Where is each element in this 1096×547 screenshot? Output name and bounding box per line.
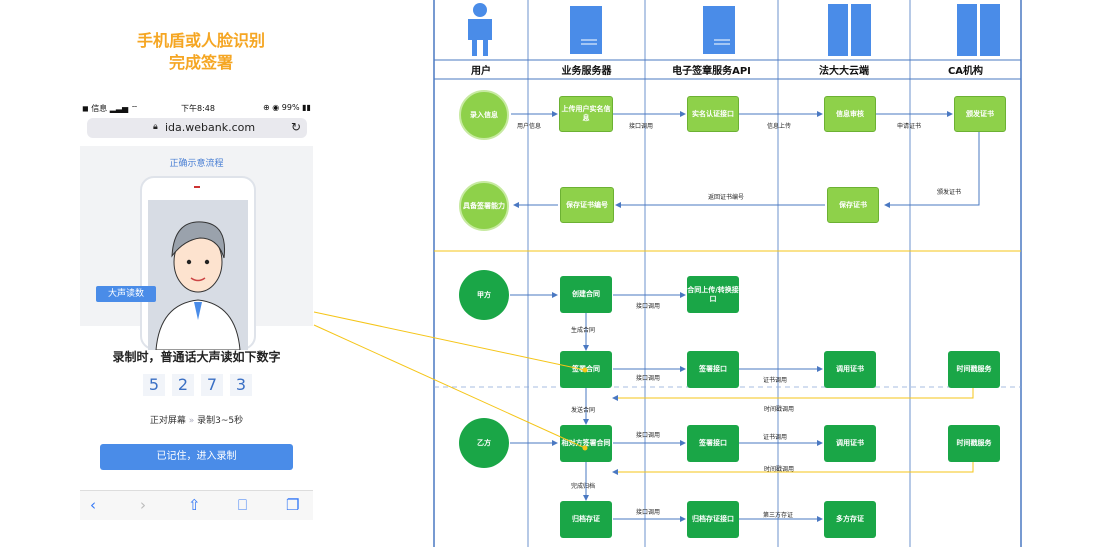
digit-row: 5 2 7 3 [143, 374, 253, 396]
hint-face-screen: 正对屏幕 [149, 416, 186, 426]
edge-label-info-upload: 信息上传 [767, 123, 792, 130]
node-archive: 归档存证 [560, 501, 612, 538]
left-title: 手机盾或人脸识别 完成签署 [96, 30, 306, 74]
node-sign-api: 签署接口 [687, 351, 739, 388]
edge-label-archive-done: 完成归档 [571, 483, 596, 490]
node-counterparty-sign: 相对方签署合同 [560, 425, 612, 462]
node-upload-convert-api: 合同上传/转换接口 [687, 276, 739, 313]
phone-screenshot: ◼ 信息 ▂▃▅ ⌔ 下午8:48 ⊕ ◉ 99% ▮▮ 🔒︎ ida.weba… [80, 100, 313, 520]
demo-label: 正确示意流程 [169, 159, 224, 169]
lane-header-business-server: 业务服务器 [561, 66, 612, 77]
edge-label-return-cert-number: 返回证书编号 [708, 194, 745, 201]
demo-area: 正确示意流程 [80, 146, 313, 351]
lane-header-fadada-cloud: 法大大云端 [819, 66, 869, 77]
node-save-cert: 保存证书 [827, 187, 879, 223]
browser-toolbar: ‹ › ⇧ ⎕ ❐ [80, 490, 313, 520]
edge-label-third-party-evidence: 第三方存证 [763, 512, 794, 519]
digit-2: 2 [172, 374, 194, 396]
node-enter-info: 录入信息 [459, 90, 509, 140]
status-time: 下午8:48 [181, 104, 215, 113]
server-rack-icon-2 [957, 4, 1000, 56]
start-record-button[interactable]: 已记住，进入录制 [100, 444, 293, 470]
digit-4: 3 [230, 374, 252, 396]
edge-label-issue-cert: 颁发证书 [937, 189, 962, 196]
lane-header-user: 用户 [471, 66, 491, 77]
hint-separator: » [188, 416, 195, 426]
lane-header-ca: CA机构 [947, 66, 984, 77]
node-realname-api: 实名认证接口 [687, 96, 739, 132]
node-signing-capable: 具备签署能力 [459, 181, 509, 231]
node-issue-cert: 颁发证书 [954, 96, 1006, 132]
user-figure-icon [468, 3, 492, 56]
node-sign-api-2: 签署接口 [687, 425, 739, 462]
title-line-1: 手机盾或人脸识别 [136, 31, 265, 50]
tabs-icon[interactable]: ❐ [286, 496, 300, 514]
node-party-a: 甲方 [459, 270, 509, 320]
record-hint: 正对屏幕 » 录制3~5秒 [80, 413, 313, 426]
server-rack-icon-1 [828, 4, 871, 56]
digit-3: 7 [201, 374, 223, 396]
status-battery: ⊕ ◉ 99% ▮▮ [263, 103, 311, 112]
server-icon-1 [570, 6, 602, 54]
back-icon[interactable]: ‹ [90, 496, 96, 514]
edge-label-apply-cert: 申请证书 [897, 123, 922, 130]
node-timestamp-service: 时间戳服务 [948, 351, 1000, 388]
camera-dot [194, 186, 200, 188]
status-bar: ◼ 信息 ▂▃▅ ⌔ 下午8:48 ⊕ ◉ 99% ▮▮ [80, 100, 313, 116]
node-archive-api: 归档存证接口 [687, 501, 739, 538]
edge-label-api-call-2: 接口调用 [636, 303, 661, 310]
lock-icon: 🔒︎ [153, 122, 158, 132]
lane-header-esign-api: 电子签章服务API [672, 66, 751, 77]
url-bar[interactable]: 🔒︎ ida.webank.com ↻ [87, 118, 307, 138]
digit-1: 5 [143, 374, 165, 396]
diagram-lines [433, 0, 1022, 547]
edge-label-cert-call-1: 证书调用 [763, 377, 788, 384]
node-sign-contract: 签署合同 [560, 351, 612, 388]
status-carrier: ◼ 信息 ▂▃▅ ⌔ [82, 104, 139, 113]
hint-duration: 录制3~5秒 [197, 416, 244, 426]
node-info-review: 信息审核 [824, 96, 876, 132]
node-party-b: 乙方 [459, 418, 509, 468]
face-illustration [148, 200, 248, 351]
node-multi-party-evidence: 多方存证 [824, 501, 876, 538]
node-timestamp-service-2: 时间戳服务 [948, 425, 1000, 462]
edge-label-api-call-3: 接口调用 [636, 375, 661, 382]
edge-label-cert-call-2: 证书调用 [763, 434, 788, 441]
forward-icon[interactable]: › [140, 496, 146, 514]
node-call-cert: 调用证书 [824, 351, 876, 388]
node-call-cert-2: 调用证书 [824, 425, 876, 462]
share-icon[interactable]: ⇧ [188, 496, 201, 514]
node-create-contract: 创建合同 [560, 276, 612, 313]
mock-phone-illustration [140, 176, 256, 351]
edge-label-send-contract: 发送合同 [571, 407, 596, 414]
edge-label-timestamp-call-2: 时间戳调用 [764, 466, 795, 473]
node-upload-user-info: 上传用户实名信息 [559, 96, 613, 132]
edge-label-generate-contract: 生成合同 [571, 327, 596, 334]
read-instruction: 录制时，普通话大声读如下数字 [112, 350, 281, 364]
flow-diagram: 用户 业务服务器 电子签章服务API 法大大云端 CA机构 录入信息 上传用户实… [433, 0, 1023, 547]
node-save-cert-number: 保存证书编号 [560, 187, 614, 223]
edge-label-api-call-4: 接口调用 [636, 432, 661, 439]
edge-label-timestamp-call-1: 时间戳调用 [764, 406, 795, 413]
bookmarks-icon[interactable]: ⎕ [238, 496, 248, 514]
title-line-2: 完成签署 [168, 53, 233, 72]
reload-icon[interactable]: ↻ [290, 120, 301, 134]
edge-label-api-call-1: 接口调用 [629, 123, 654, 130]
url-text: ida.webank.com [165, 121, 256, 134]
person-face-icon [155, 221, 241, 351]
edge-label-user-info: 用户信息 [517, 123, 542, 130]
edge-label-api-call-5: 接口调用 [636, 509, 661, 516]
server-icon-2 [703, 6, 735, 54]
speech-bubble: 大声读数 [96, 286, 156, 302]
